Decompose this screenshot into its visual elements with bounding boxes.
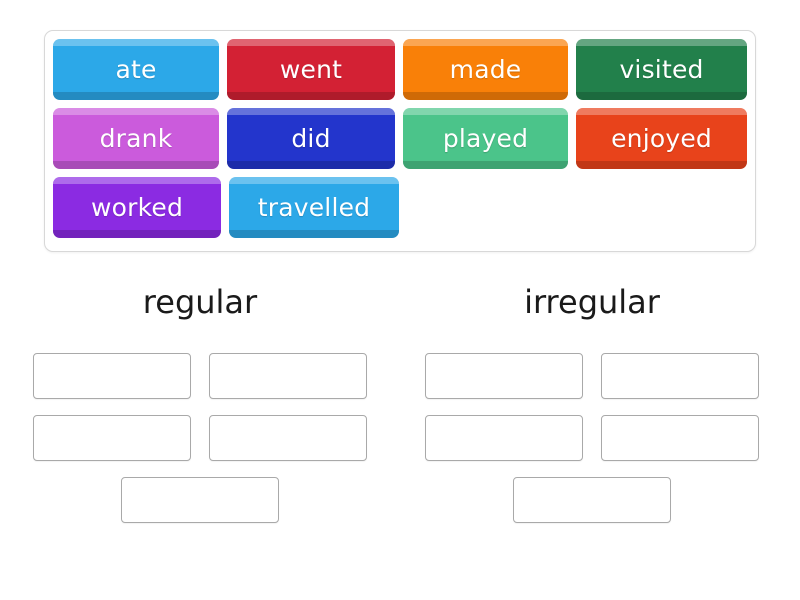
drop-zone-group-irregular bbox=[392, 353, 792, 523]
word-tile-label: travelled bbox=[257, 193, 371, 222]
word-tile-made[interactable]: made bbox=[403, 39, 569, 100]
drop-slot[interactable] bbox=[33, 353, 191, 399]
drop-slot[interactable] bbox=[425, 415, 583, 461]
word-tile-enjoyed[interactable]: enjoyed bbox=[576, 108, 747, 169]
category-column-regular: regular bbox=[0, 283, 400, 523]
word-bank-row: drank did played enjoyed bbox=[53, 108, 755, 177]
word-tile-ate[interactable]: ate bbox=[53, 39, 220, 100]
word-tile-did[interactable]: did bbox=[227, 108, 396, 169]
word-tile-label: ate bbox=[115, 55, 157, 84]
drop-slot[interactable] bbox=[513, 477, 671, 523]
word-bank-panel: ate went made visited drank did bbox=[44, 30, 756, 252]
word-tile-label: visited bbox=[619, 55, 704, 84]
word-tile-label: did bbox=[291, 124, 331, 153]
word-tile-drank[interactable]: drank bbox=[53, 108, 220, 169]
drop-slot[interactable] bbox=[601, 353, 759, 399]
word-tile-label: drank bbox=[99, 124, 173, 153]
word-tile-visited[interactable]: visited bbox=[576, 39, 747, 100]
word-tile-travelled[interactable]: travelled bbox=[229, 177, 399, 238]
drop-slot[interactable] bbox=[209, 353, 367, 399]
word-tile-label: worked bbox=[90, 193, 184, 222]
drop-slot[interactable] bbox=[601, 415, 759, 461]
category-column-irregular: irregular bbox=[392, 283, 792, 523]
word-bank-row: ate went made visited bbox=[53, 39, 755, 108]
category-title-irregular: irregular bbox=[524, 283, 660, 321]
drop-slot[interactable] bbox=[121, 477, 279, 523]
word-tile-label: made bbox=[449, 55, 522, 84]
word-bank-rows: ate went made visited drank did bbox=[53, 39, 755, 246]
word-tile-label: enjoyed bbox=[611, 124, 712, 153]
word-tile-worked[interactable]: worked bbox=[53, 177, 221, 238]
word-tile-played[interactable]: played bbox=[403, 108, 569, 169]
drop-slot[interactable] bbox=[33, 415, 191, 461]
drop-slot[interactable] bbox=[209, 415, 367, 461]
category-title-regular: regular bbox=[142, 283, 258, 321]
word-tile-label: played bbox=[442, 124, 529, 153]
word-bank-row: worked travelled bbox=[53, 177, 755, 246]
drop-slot[interactable] bbox=[425, 353, 583, 399]
word-tile-label: went bbox=[279, 55, 343, 84]
drop-zone-group-regular bbox=[0, 353, 400, 523]
word-tile-went[interactable]: went bbox=[227, 39, 396, 100]
